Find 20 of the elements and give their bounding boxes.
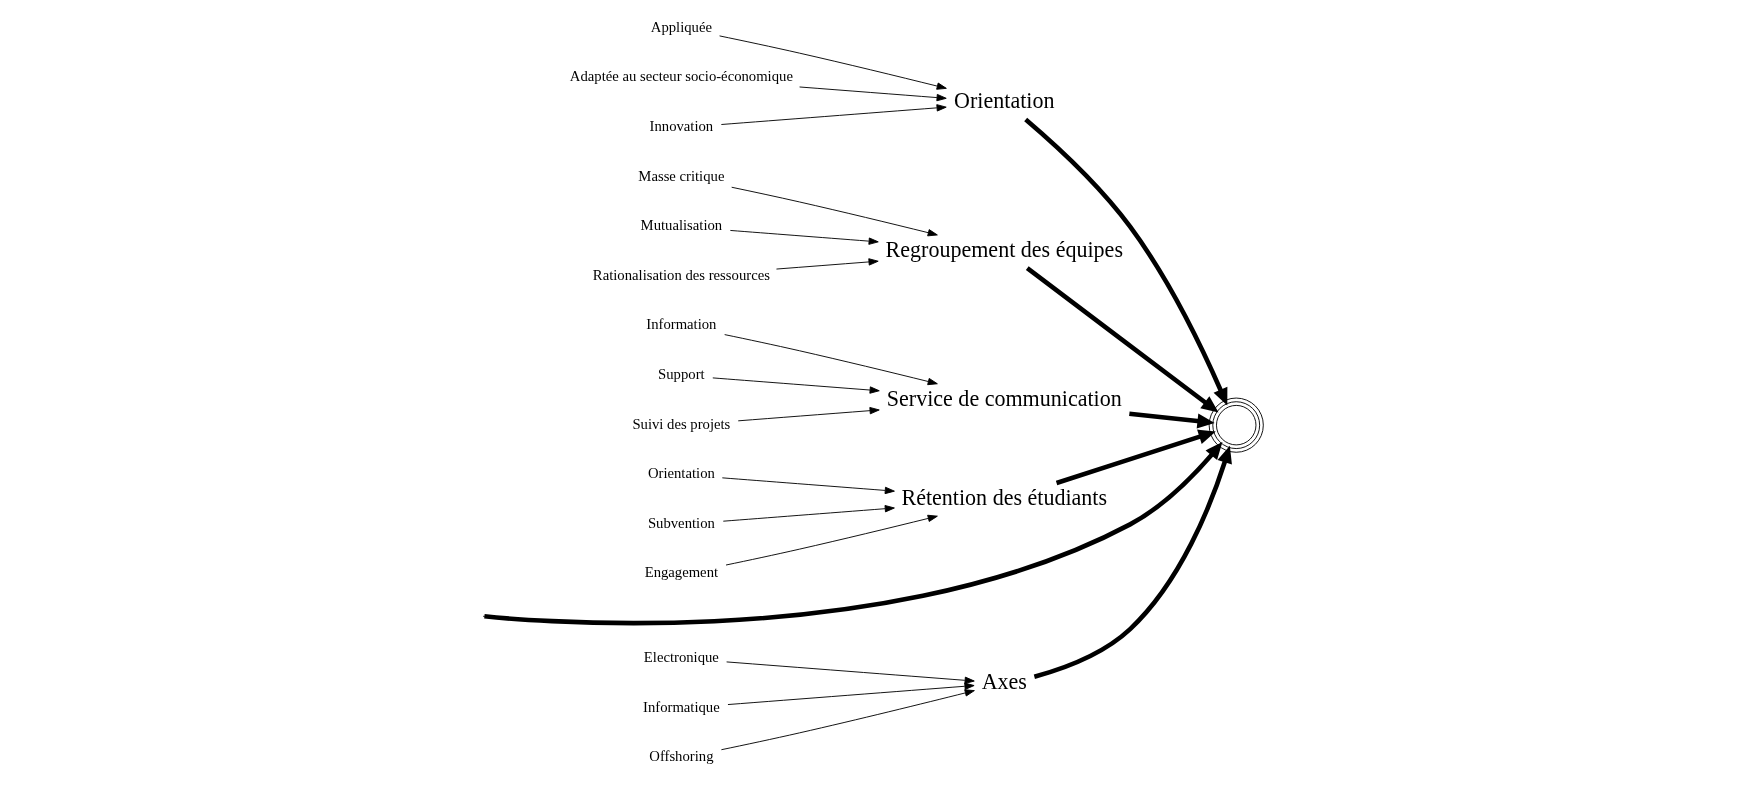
node-text: Service de communication xyxy=(886,386,1122,412)
node-text: Rétention des étudiants xyxy=(900,485,1107,511)
node-text: Suivi des projets xyxy=(631,415,730,432)
node-text: Innovation xyxy=(649,118,713,135)
node-text: Electronique xyxy=(643,648,719,665)
node-text: Offshoring xyxy=(648,748,713,765)
node-text: Adaptée au secteur socio-économique xyxy=(569,68,793,85)
node-text: Informatique xyxy=(642,698,720,715)
node-text: Subvention xyxy=(647,514,715,531)
node-text: Orientation xyxy=(953,88,1054,114)
node-text: Rationalisation des ressources xyxy=(592,266,770,283)
node-text: Masse critique xyxy=(637,167,724,184)
node-text: Information xyxy=(645,316,716,333)
node-text: Orientation xyxy=(647,465,715,482)
node-text: Axes xyxy=(981,668,1027,694)
node-text: Appliquée xyxy=(650,18,712,35)
node-text: Engagement xyxy=(644,564,718,581)
node-text: Mutualisation xyxy=(640,217,722,234)
node-text: Support xyxy=(657,366,705,383)
node-text: Regroupement des équipes xyxy=(885,237,1123,263)
